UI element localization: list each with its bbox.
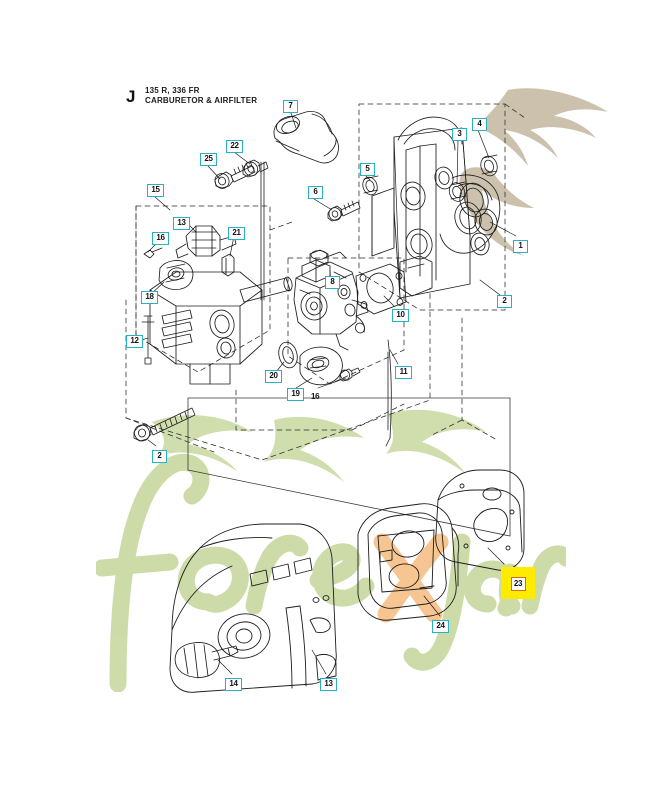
callout-18[interactable]: 18 [141,291,158,304]
callout-10[interactable]: 10 [392,309,409,322]
callout-8[interactable]: 8 [325,276,340,289]
callout-23-highlighted[interactable]: 23 [501,567,535,599]
callout-5[interactable]: 5 [360,163,375,176]
model-line: 135 R, 336 FR [145,86,200,95]
callout-20[interactable]: 20 [265,370,282,383]
callout-2[interactable]: 2 [152,450,167,463]
callout-1[interactable]: 1 [513,240,528,253]
callout-6[interactable]: 6 [308,186,323,199]
assembly-name: CARBURETOR & AIRFILTER [145,96,258,105]
callout-13[interactable]: 13 [320,678,337,691]
callout-4[interactable]: 4 [472,118,487,131]
callout-25[interactable]: 25 [200,153,217,166]
callout-14[interactable]: 14 [225,678,242,691]
callout-16[interactable]: 16 [152,232,169,245]
callout-13[interactable]: 13 [173,217,190,230]
callout-24[interactable]: 24 [432,620,449,633]
callout-7[interactable]: 7 [283,100,298,113]
callout-12[interactable]: 12 [126,335,143,348]
callout-15[interactable]: 15 [147,184,164,197]
callout-11[interactable]: 11 [395,366,412,379]
callout-19[interactable]: 19 [287,388,304,401]
callout-3[interactable]: 3 [452,128,467,141]
callout-21[interactable]: 21 [228,227,245,240]
callout-16[interactable]: 16 [311,392,320,401]
callout-label: 23 [510,577,526,591]
section-letter: J [126,87,136,106]
callout-2[interactable]: 2 [497,295,512,308]
callout-22[interactable]: 22 [226,140,243,153]
